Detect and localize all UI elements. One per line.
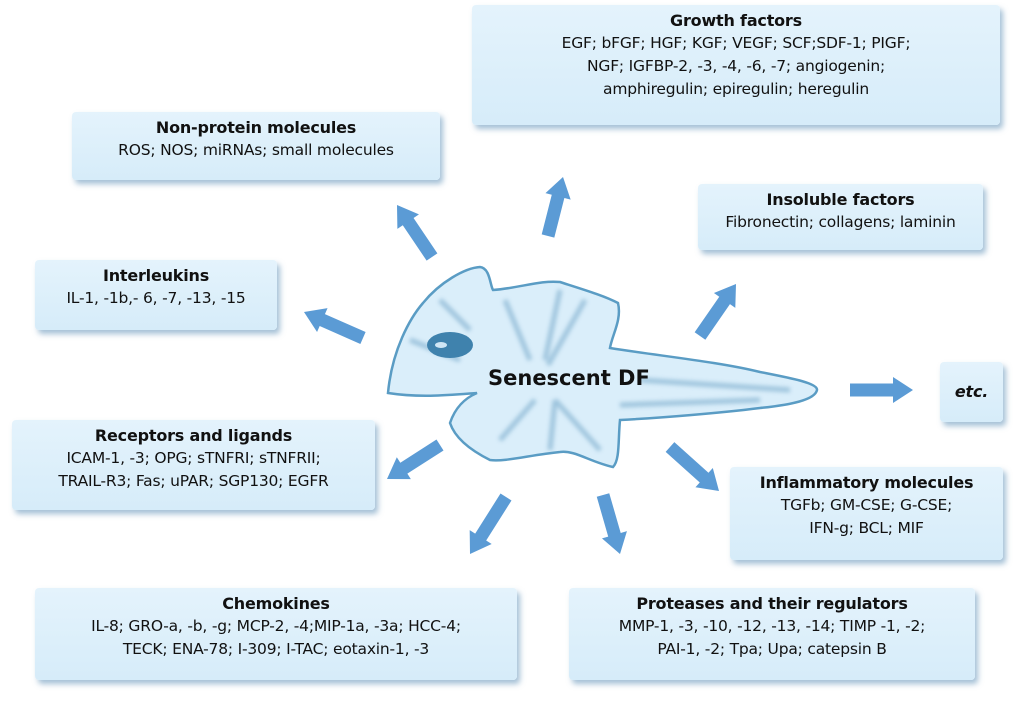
box-line: Fibronectin; collagens; laminin — [725, 213, 956, 231]
nucleus — [427, 332, 473, 358]
arrow-to-non-protein-icon — [397, 205, 438, 261]
box-line: MMP-1, -3, -10, -12, -13, -14; TIMP -1, … — [618, 617, 926, 635]
box-title: Receptors and ligands — [94, 426, 293, 445]
arrow-to-growth-icon — [541, 177, 571, 238]
chemokines-box: Chemokines IL-8; GRO-a, -b, -g; MCP-2, -… — [35, 588, 517, 680]
arrow-to-interleukins-icon — [304, 308, 366, 344]
box-title: Non-protein molecules — [155, 118, 357, 137]
box-title: Insoluble factors — [766, 190, 915, 209]
proteases-box: Proteases and their regulators MMP-1, -3… — [569, 588, 975, 680]
non-protein-molecules-box: Non-protein molecules ROS; NOS; miRNAs; … — [72, 112, 440, 180]
insoluble-factors-box: Insoluble factors Fibronectin; collagens… — [698, 184, 983, 250]
box-line: PAI-1, -2; Tpa; Upa; catepsin B — [657, 640, 887, 658]
box-line: TRAIL-R3; Fas; uPAR; SGP130; EGFR — [58, 472, 329, 490]
arrow-to-insoluble-icon — [694, 284, 736, 340]
cell-label: Senescent DF — [488, 366, 650, 390]
box-line: TECK; ENA-78; I-309; I-TAC; eotaxin-1, -… — [122, 640, 430, 658]
box-title: etc. — [954, 382, 989, 401]
box-title: Interleukins — [102, 266, 210, 285]
box-line: ROS; NOS; miRNAs; small molecules — [118, 141, 394, 159]
box-title: Growth factors — [670, 11, 802, 30]
box-title: Proteases and their regulators — [636, 594, 908, 613]
senescent-cell — [386, 265, 819, 469]
box-line: EGF; bFGF; HGF; KGF; VEGF; SCF;SDF-1; PI… — [561, 34, 911, 52]
box-line: IL-8; GRO-a, -b, -g; MCP-2, -4;MIP-1a, -… — [91, 617, 461, 635]
growth-factors-box: Growth factors EGF; bFGF; HGF; KGF; VEGF… — [472, 5, 1000, 125]
box-title: Inflammatory molecules — [759, 473, 974, 492]
interleukins-box: Interleukins IL-1, -1b,- 6, -7, -13, -15 — [35, 260, 277, 330]
box-line: IFN-g; BCL; MIF — [809, 519, 924, 537]
receptors-ligands-box: Receptors and ligands ICAM-1, -3; OPG; s… — [12, 420, 375, 510]
inflammatory-molecules-box: Inflammatory molecules TGFb; GM-CSE; G-C… — [730, 467, 1003, 560]
etc-box: etc. — [940, 362, 1003, 422]
arrow-to-chemokines-icon — [469, 493, 512, 554]
box-line: TGFb; GM-CSE; G-CSE; — [780, 496, 953, 514]
box-line: ICAM-1, -3; OPG; sTNFRI; sTNFRII; — [66, 449, 321, 467]
arrow-to-receptors-icon — [387, 439, 444, 480]
arrow-to-etc-icon — [850, 377, 913, 403]
arrow-to-proteases-icon — [596, 493, 627, 554]
arrow-to-inflammatory-icon — [665, 442, 719, 491]
box-line: amphiregulin; epiregulin; heregulin — [603, 80, 869, 98]
box-title: Chemokines — [222, 594, 330, 613]
box-line: NGF; IGFBP-2, -3, -4, -6, -7; angiogenin… — [587, 57, 885, 75]
box-line: IL-1, -1b,- 6, -7, -13, -15 — [66, 289, 246, 307]
